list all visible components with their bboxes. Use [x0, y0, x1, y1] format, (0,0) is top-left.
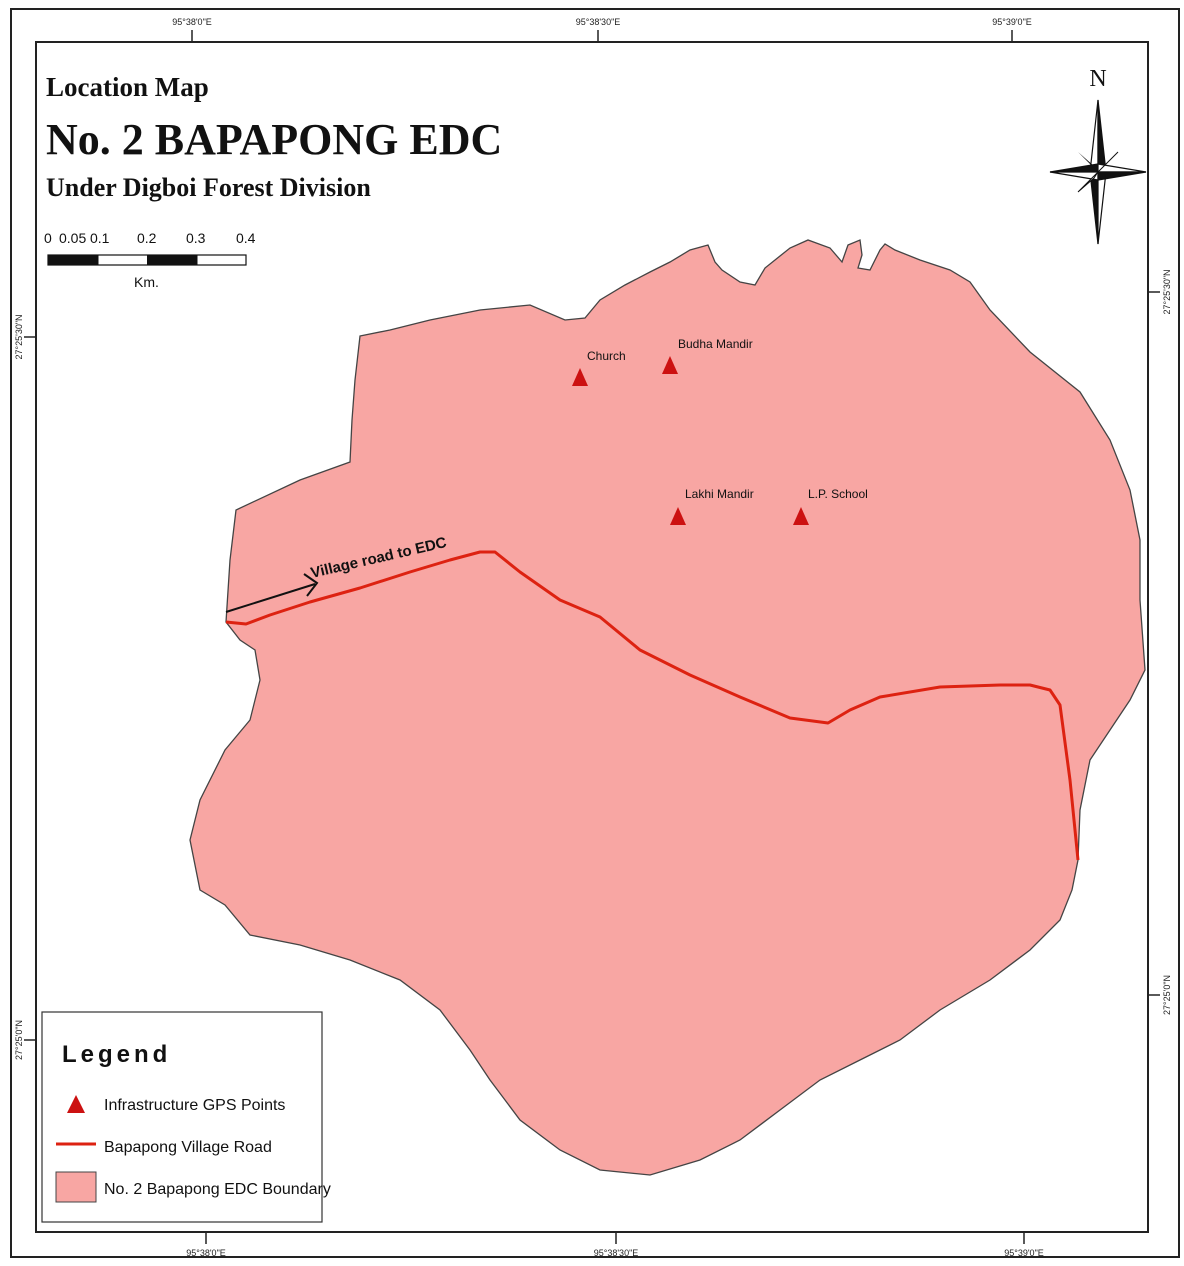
coord-left-2: 27°25'0"N — [14, 1020, 24, 1060]
scale-unit: Km. — [134, 274, 159, 290]
place-label-budha-mandir: Budha Mandir — [678, 337, 753, 351]
legend-box: Legend Infrastructure GPS Points Bapapon… — [41, 1011, 331, 1223]
village-road-line — [225, 550, 1080, 861]
coord-left-1: 27°25'30"N — [14, 314, 24, 359]
inner-neatline — [35, 41, 1149, 1233]
scale-tick-03: 0.3 — [186, 230, 206, 246]
road-annotation-arrow — [225, 573, 319, 613]
legend-item-road: Bapapong Village Road — [104, 1139, 272, 1156]
coord-right-2: 27°25'0"N — [1162, 975, 1172, 1015]
map-title-line1: Location Map — [46, 72, 209, 102]
compass-rose-icon: N — [1049, 66, 1147, 245]
scale-tick-01: 0.1 — [90, 230, 110, 246]
coordinate-ticks — [24, 30, 1160, 1244]
scale-bar: 0 0.05 0.1 0.2 0.3 0.4 Km. — [44, 230, 256, 290]
coord-bottom-3: 95°39'0"E — [1004, 1248, 1044, 1258]
north-label: N — [1089, 66, 1106, 92]
scale-tick-02: 0.2 — [137, 230, 157, 246]
place-label-church: Church — [587, 349, 626, 363]
map-title-line2: No. 2 BAPAPONG EDC — [46, 115, 502, 164]
map-title-line3: Under Digboi Forest Division — [46, 173, 371, 202]
coord-top-2: 95°38'30"E — [576, 17, 621, 27]
triangle-marker-icon — [670, 507, 686, 525]
scale-tick-0: 0 — [44, 230, 52, 246]
scale-tick-005: 0.05 — [59, 230, 86, 246]
coord-top-3: 95°39'0"E — [992, 17, 1032, 27]
triangle-marker-icon — [67, 1095, 85, 1113]
legend-item-gps: Infrastructure GPS Points — [104, 1097, 285, 1114]
place-label-lakhi-mandir: Lakhi Mandir — [685, 487, 754, 501]
gps-points — [572, 356, 809, 525]
coord-top-1: 95°38'0"E — [172, 17, 212, 27]
triangle-marker-icon — [793, 507, 809, 525]
legend-title: Legend — [62, 1041, 171, 1068]
triangle-marker-icon — [572, 368, 588, 386]
edc-boundary-polygon — [189, 239, 1146, 1176]
coord-right-1: 27°25'30"N — [1162, 269, 1172, 314]
legend-item-boundary: No. 2 Bapapong EDC Boundary — [104, 1181, 331, 1198]
scale-tick-04: 0.4 — [236, 230, 256, 246]
coord-bottom-2: 95°38'30"E — [594, 1248, 639, 1258]
triangle-marker-icon — [662, 356, 678, 374]
legend-boundary-swatch — [55, 1171, 97, 1203]
coord-bottom-1: 95°38'0"E — [186, 1248, 226, 1258]
place-label-lp-school: L.P. School — [808, 487, 868, 501]
